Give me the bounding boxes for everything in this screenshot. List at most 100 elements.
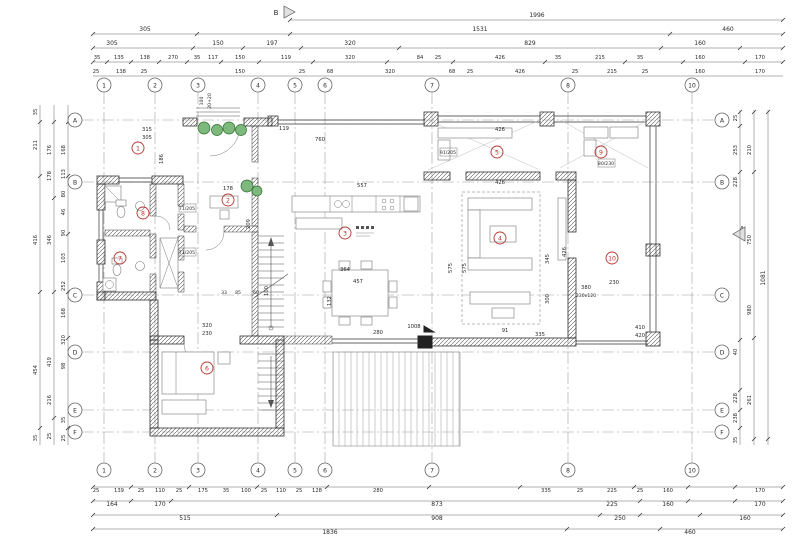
- grid-label: A: [73, 118, 78, 125]
- dim-label: 186: [159, 154, 165, 164]
- dimensions-interior: 315 305 186 178 209 557 760 119 426 426 …: [142, 93, 645, 339]
- dim-label: 25: [637, 488, 644, 494]
- grid-label: F: [73, 430, 77, 437]
- dim-label: 1008: [407, 324, 420, 330]
- dim-label: 215: [595, 55, 605, 61]
- grid-label: 2: [153, 468, 157, 475]
- dim-label: 228: [733, 393, 739, 403]
- dim-label: 454: [33, 364, 39, 375]
- dim-label: 515: [179, 515, 191, 522]
- dim-label: 335: [541, 488, 551, 494]
- dim-label: 25: [299, 69, 306, 75]
- dim-label: 750: [747, 235, 753, 245]
- grid-label: 6: [323, 468, 327, 475]
- grid-label: A: [720, 118, 725, 125]
- dim-label: 335: [535, 332, 545, 338]
- dim-label: 210: [747, 145, 753, 155]
- dim-label: 873: [431, 501, 443, 508]
- room-label: 9: [599, 150, 603, 157]
- dim-label: 178: [223, 186, 233, 192]
- dim-label: 416: [33, 235, 39, 245]
- dim-label: 228: [733, 177, 739, 187]
- grid-bubbles-top: 1 2 3 4 5 6 7 8 10: [96, 77, 700, 93]
- dim-label: 300: [545, 294, 551, 304]
- dim-label: 90: [61, 230, 67, 237]
- stairs-lower: [258, 353, 284, 411]
- dimensions-bottom: 25 139 25 110 25 175 35 100 25 110 25 12…: [93, 488, 766, 536]
- room-label: 1: [136, 146, 140, 153]
- dim-label: 1836: [322, 529, 337, 536]
- room-label: 3: [343, 231, 347, 238]
- dim-label: 100: [241, 488, 251, 494]
- dim-label: 60: [253, 290, 259, 296]
- dim-label: 25: [93, 69, 100, 75]
- dim-label: 575: [462, 263, 468, 273]
- grid-label: B: [720, 180, 724, 187]
- grid-label: C: [73, 293, 77, 300]
- dim-label: 25: [138, 488, 145, 494]
- dim-label: 178: [47, 171, 53, 181]
- dim-label: 138: [116, 69, 126, 75]
- dim-label: 128: [312, 488, 322, 494]
- dim-label: 225: [607, 488, 617, 494]
- dim-label: 25: [141, 69, 148, 75]
- dim-label: 25: [435, 55, 442, 61]
- dim-label: 40: [733, 349, 739, 356]
- grid-label: 10: [688, 83, 696, 90]
- dim-label: 760: [315, 137, 325, 143]
- dim-label: 164: [106, 501, 118, 508]
- door-spec-label: 80/230: [598, 161, 614, 167]
- dim-label: 25: [296, 488, 303, 494]
- dim-label: 25: [467, 69, 474, 75]
- dim-label: 33: [221, 290, 227, 296]
- dim-label: 138: [140, 55, 150, 61]
- dim-label: 25: [577, 488, 584, 494]
- dim-label: 252: [61, 281, 67, 291]
- dim-label: 113: [61, 169, 67, 179]
- dim-label: 320: [61, 335, 67, 345]
- grid-label: 7: [430, 468, 434, 475]
- window-spec-label: 230x120: [576, 293, 596, 299]
- dimensions-right: 25 253 228 40 228 238 35 210 750 980 261…: [733, 115, 767, 444]
- dim-label: 170: [154, 501, 166, 508]
- grid-label: 3: [196, 468, 200, 475]
- dim-label: 119: [281, 55, 291, 61]
- room-label: 8: [141, 211, 145, 218]
- dim-label: 460: [684, 529, 696, 536]
- dim-label: 160: [695, 55, 705, 61]
- dimensions-left: 35 211 416 454 35 176 178 346 419 216 25…: [33, 109, 67, 442]
- dim-label: 135: [114, 55, 124, 61]
- grid-label: 4: [256, 468, 260, 475]
- dim-label: 25: [47, 433, 53, 440]
- dim-label: 225: [606, 501, 618, 508]
- door-spec-label: 71/205: [179, 250, 195, 256]
- dim-label: 25: [176, 488, 183, 494]
- grid-label: 5: [293, 468, 297, 475]
- dim-label: 168: [61, 308, 67, 318]
- dim-label: 170: [755, 69, 765, 75]
- dim-label: 35: [223, 488, 230, 494]
- dim-label: 35: [194, 55, 201, 61]
- grid-bubbles-left: A B C D E F: [67, 112, 83, 440]
- dim-label: 209: [246, 219, 252, 229]
- grid-label: 1: [102, 83, 106, 90]
- dim-label: 20+20: [207, 93, 213, 109]
- section-marker-top: B: [274, 5, 296, 19]
- room-label: 6: [205, 366, 209, 373]
- dim-label: 1531: [472, 26, 487, 33]
- dimensions-top: 1996 305 1531 460 305 150 197 320 829 16…: [93, 12, 765, 75]
- dim-label: 132: [327, 296, 333, 306]
- dim-label: 1996: [529, 12, 544, 19]
- dim-label: 170: [755, 55, 765, 61]
- grid-label: 5: [293, 83, 297, 90]
- room-label: 5: [495, 150, 499, 157]
- grid-label: 3: [196, 83, 200, 90]
- dim-label: 25: [572, 69, 579, 75]
- grid-label: 6: [323, 83, 327, 90]
- dim-label: 98: [61, 363, 67, 370]
- room-label: 10: [608, 256, 616, 263]
- grid-label: 2: [153, 83, 157, 90]
- section-marker-right: A: [732, 225, 746, 242]
- dim-label: 346: [47, 235, 53, 245]
